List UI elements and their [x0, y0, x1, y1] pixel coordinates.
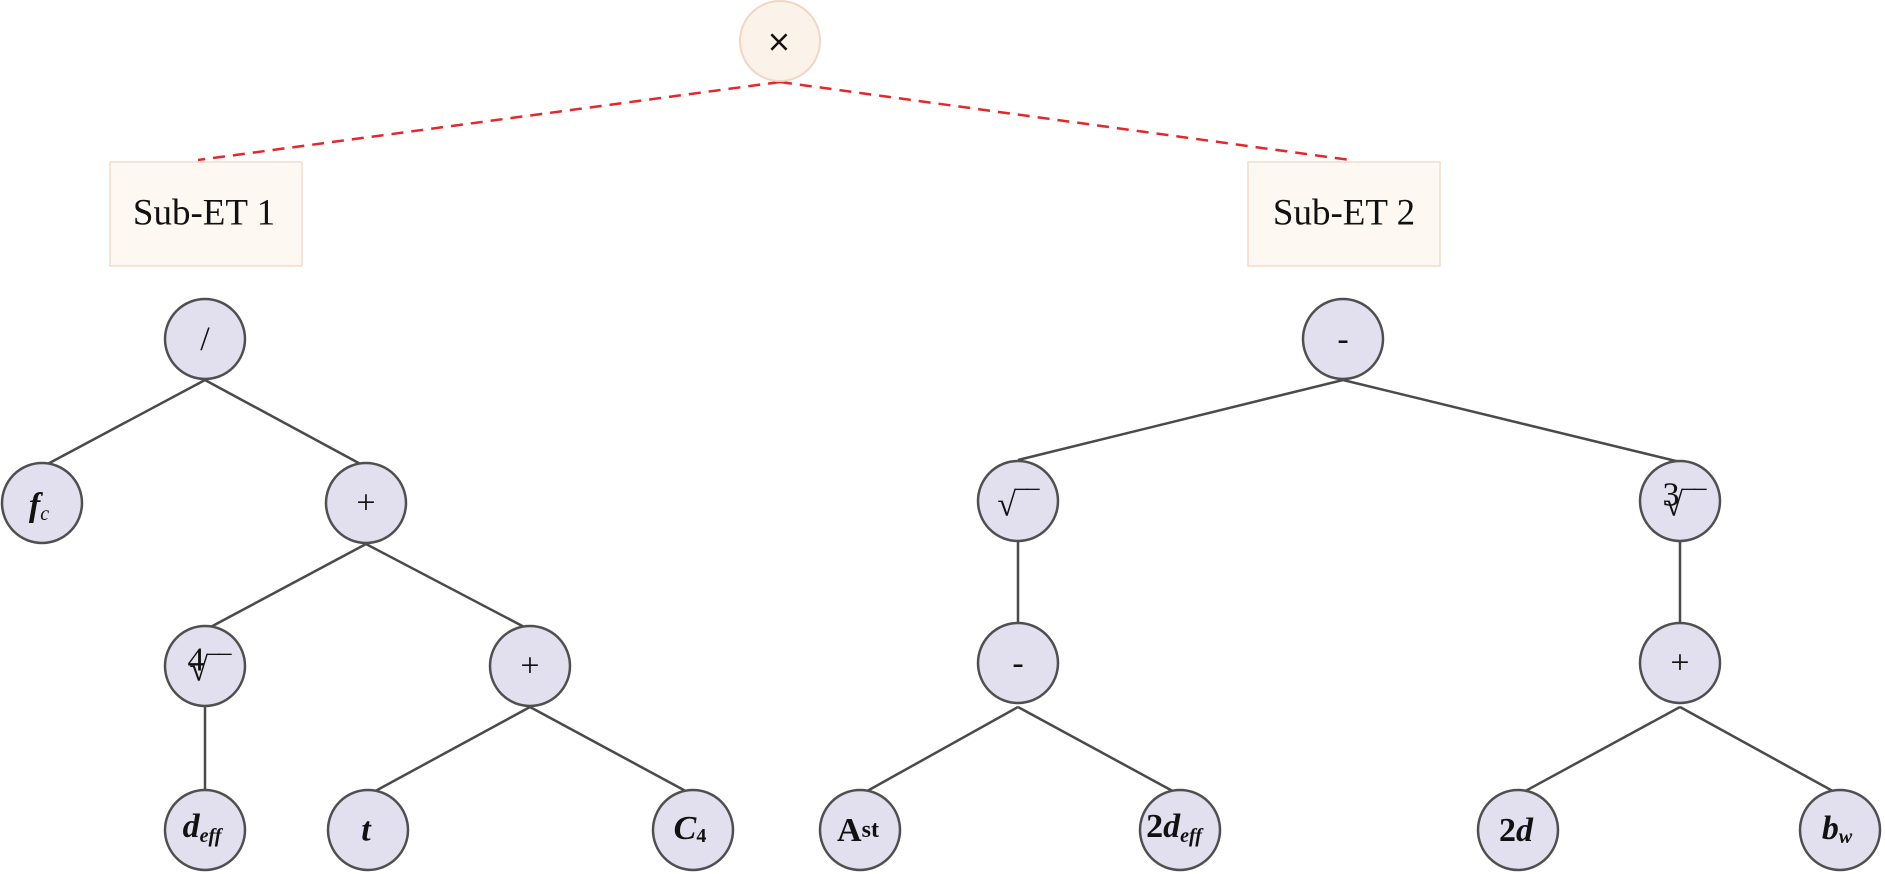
node-twodeff-prefix: 2 [1146, 808, 1163, 845]
root-node-circle [739, 0, 821, 82]
node-deff-circle [163, 788, 247, 872]
node-bw: bw [1798, 788, 1882, 872]
node-deff-label: deff [183, 808, 224, 848]
node-minus2-label: - [1012, 645, 1023, 682]
node-minus1: - [1301, 297, 1385, 381]
root-connectors [197, 80, 1351, 162]
node-ast-sub: st [862, 817, 879, 843]
node-twodeff-sub: eff [1180, 825, 1204, 847]
node-fc-sub: c [40, 503, 49, 525]
node-plus3-label: + [1670, 645, 1689, 682]
edge-minus1-sqrt [1017, 378, 1344, 462]
tree-edges [41, 378, 1841, 797]
root-node: × [739, 0, 821, 82]
node-root3-circle [1638, 459, 1722, 543]
dashed-edge-root-subet2 [779, 80, 1351, 162]
node-deff: deff [163, 788, 247, 872]
node-plus3-circle [1638, 621, 1722, 705]
node-minus1-circle [1301, 297, 1385, 381]
subtree-box-2-label: Sub-ET 2 [1273, 193, 1415, 234]
edge-plus3-bw [1679, 705, 1841, 797]
node-twodeff-circle [1138, 788, 1222, 872]
root-node-label: × [766, 25, 791, 60]
subtree-box-1-label: Sub-ET 1 [133, 193, 275, 234]
node-deff-base: d [183, 808, 201, 845]
node-bw-circle [1798, 788, 1882, 872]
node-plus1-label: + [356, 485, 375, 522]
node-minus1-label: - [1337, 321, 1348, 358]
node-sqrt-circle [976, 459, 1060, 543]
edge-minus2-twodeff [1017, 705, 1181, 797]
node-minus2-circle [976, 621, 1060, 705]
subtree-box-1-rect [109, 161, 303, 267]
node-twodeff: 2deff [1138, 788, 1222, 872]
node-t-circle [326, 788, 410, 872]
node-c4-sub: 4 [696, 825, 706, 847]
node-fc: fc [0, 461, 84, 545]
node-twod: 2d [1476, 788, 1560, 872]
node-fc-base: f [29, 487, 44, 524]
node-root3-radical: √‾‾ [1664, 487, 1707, 524]
node-ast-base: A [837, 812, 862, 849]
node-t-label: t [361, 812, 372, 849]
node-root4-radical: √‾‾ [189, 652, 232, 689]
node-div-circle [163, 297, 247, 381]
node-plus2: + [488, 624, 572, 708]
node-fc-label: fc [29, 487, 49, 526]
edge-minus2-ast [859, 705, 1019, 797]
node-root3-index: 3 [1663, 477, 1680, 514]
edge-plus2-t [367, 705, 531, 797]
dashed-edge-root-subet1 [197, 80, 781, 162]
node-c4: C4 [651, 788, 735, 872]
node-root3: 3 √‾‾ [1638, 459, 1722, 543]
node-deff-sub: eff [200, 825, 224, 847]
subtree-box-1: Sub-ET 1 [109, 161, 303, 267]
node-root4: 4 √‾‾ [163, 624, 247, 708]
node-ast-label: Ast [837, 812, 879, 849]
node-plus1: + [324, 461, 408, 545]
subtree-box-2-rect [1247, 161, 1441, 267]
edge-div-fc [41, 378, 206, 469]
subtree-box-2: Sub-ET 2 [1247, 161, 1441, 267]
edge-plus2-c4 [529, 705, 694, 797]
node-ast-circle [818, 788, 902, 872]
node-twod-base: d [1516, 812, 1534, 849]
edge-plus1-root4 [204, 542, 367, 632]
node-ast: Ast [818, 788, 902, 872]
node-sqrt-label: √‾‾ [997, 487, 1040, 524]
node-plus2-circle [488, 624, 572, 708]
node-twodeff-base: d [1163, 808, 1181, 845]
node-plus2-label: + [520, 648, 539, 685]
node-c4-circle [651, 788, 735, 872]
edge-plus1-plus2 [365, 542, 531, 632]
node-fc-circle [0, 461, 84, 545]
node-bw-base: b [1822, 810, 1839, 847]
node-twod-prefix: 2 [1499, 812, 1516, 849]
node-plus1-circle [324, 461, 408, 545]
edge-minus1-root3 [1342, 378, 1681, 464]
node-div-label: / [200, 321, 210, 358]
node-plus3: + [1638, 621, 1722, 705]
node-bw-label: bw [1822, 810, 1853, 849]
edge-div-plus1 [204, 378, 367, 469]
node-twodeff-label: 2deff [1146, 808, 1204, 848]
node-root4-index: 4 [188, 642, 205, 679]
edge-plus3-twod [1517, 705, 1681, 797]
node-div: / [163, 297, 247, 381]
node-twod-circle [1476, 788, 1560, 872]
node-t: t [326, 788, 410, 872]
node-c4-base: C [674, 810, 697, 847]
node-twod-label: 2d [1499, 812, 1534, 849]
node-sqrt: √‾‾ [976, 459, 1060, 543]
node-bw-sub: w [1839, 826, 1853, 848]
node-minus2: - [976, 621, 1060, 705]
node-root4-circle [163, 624, 247, 708]
node-c4-label: C4 [674, 810, 707, 848]
